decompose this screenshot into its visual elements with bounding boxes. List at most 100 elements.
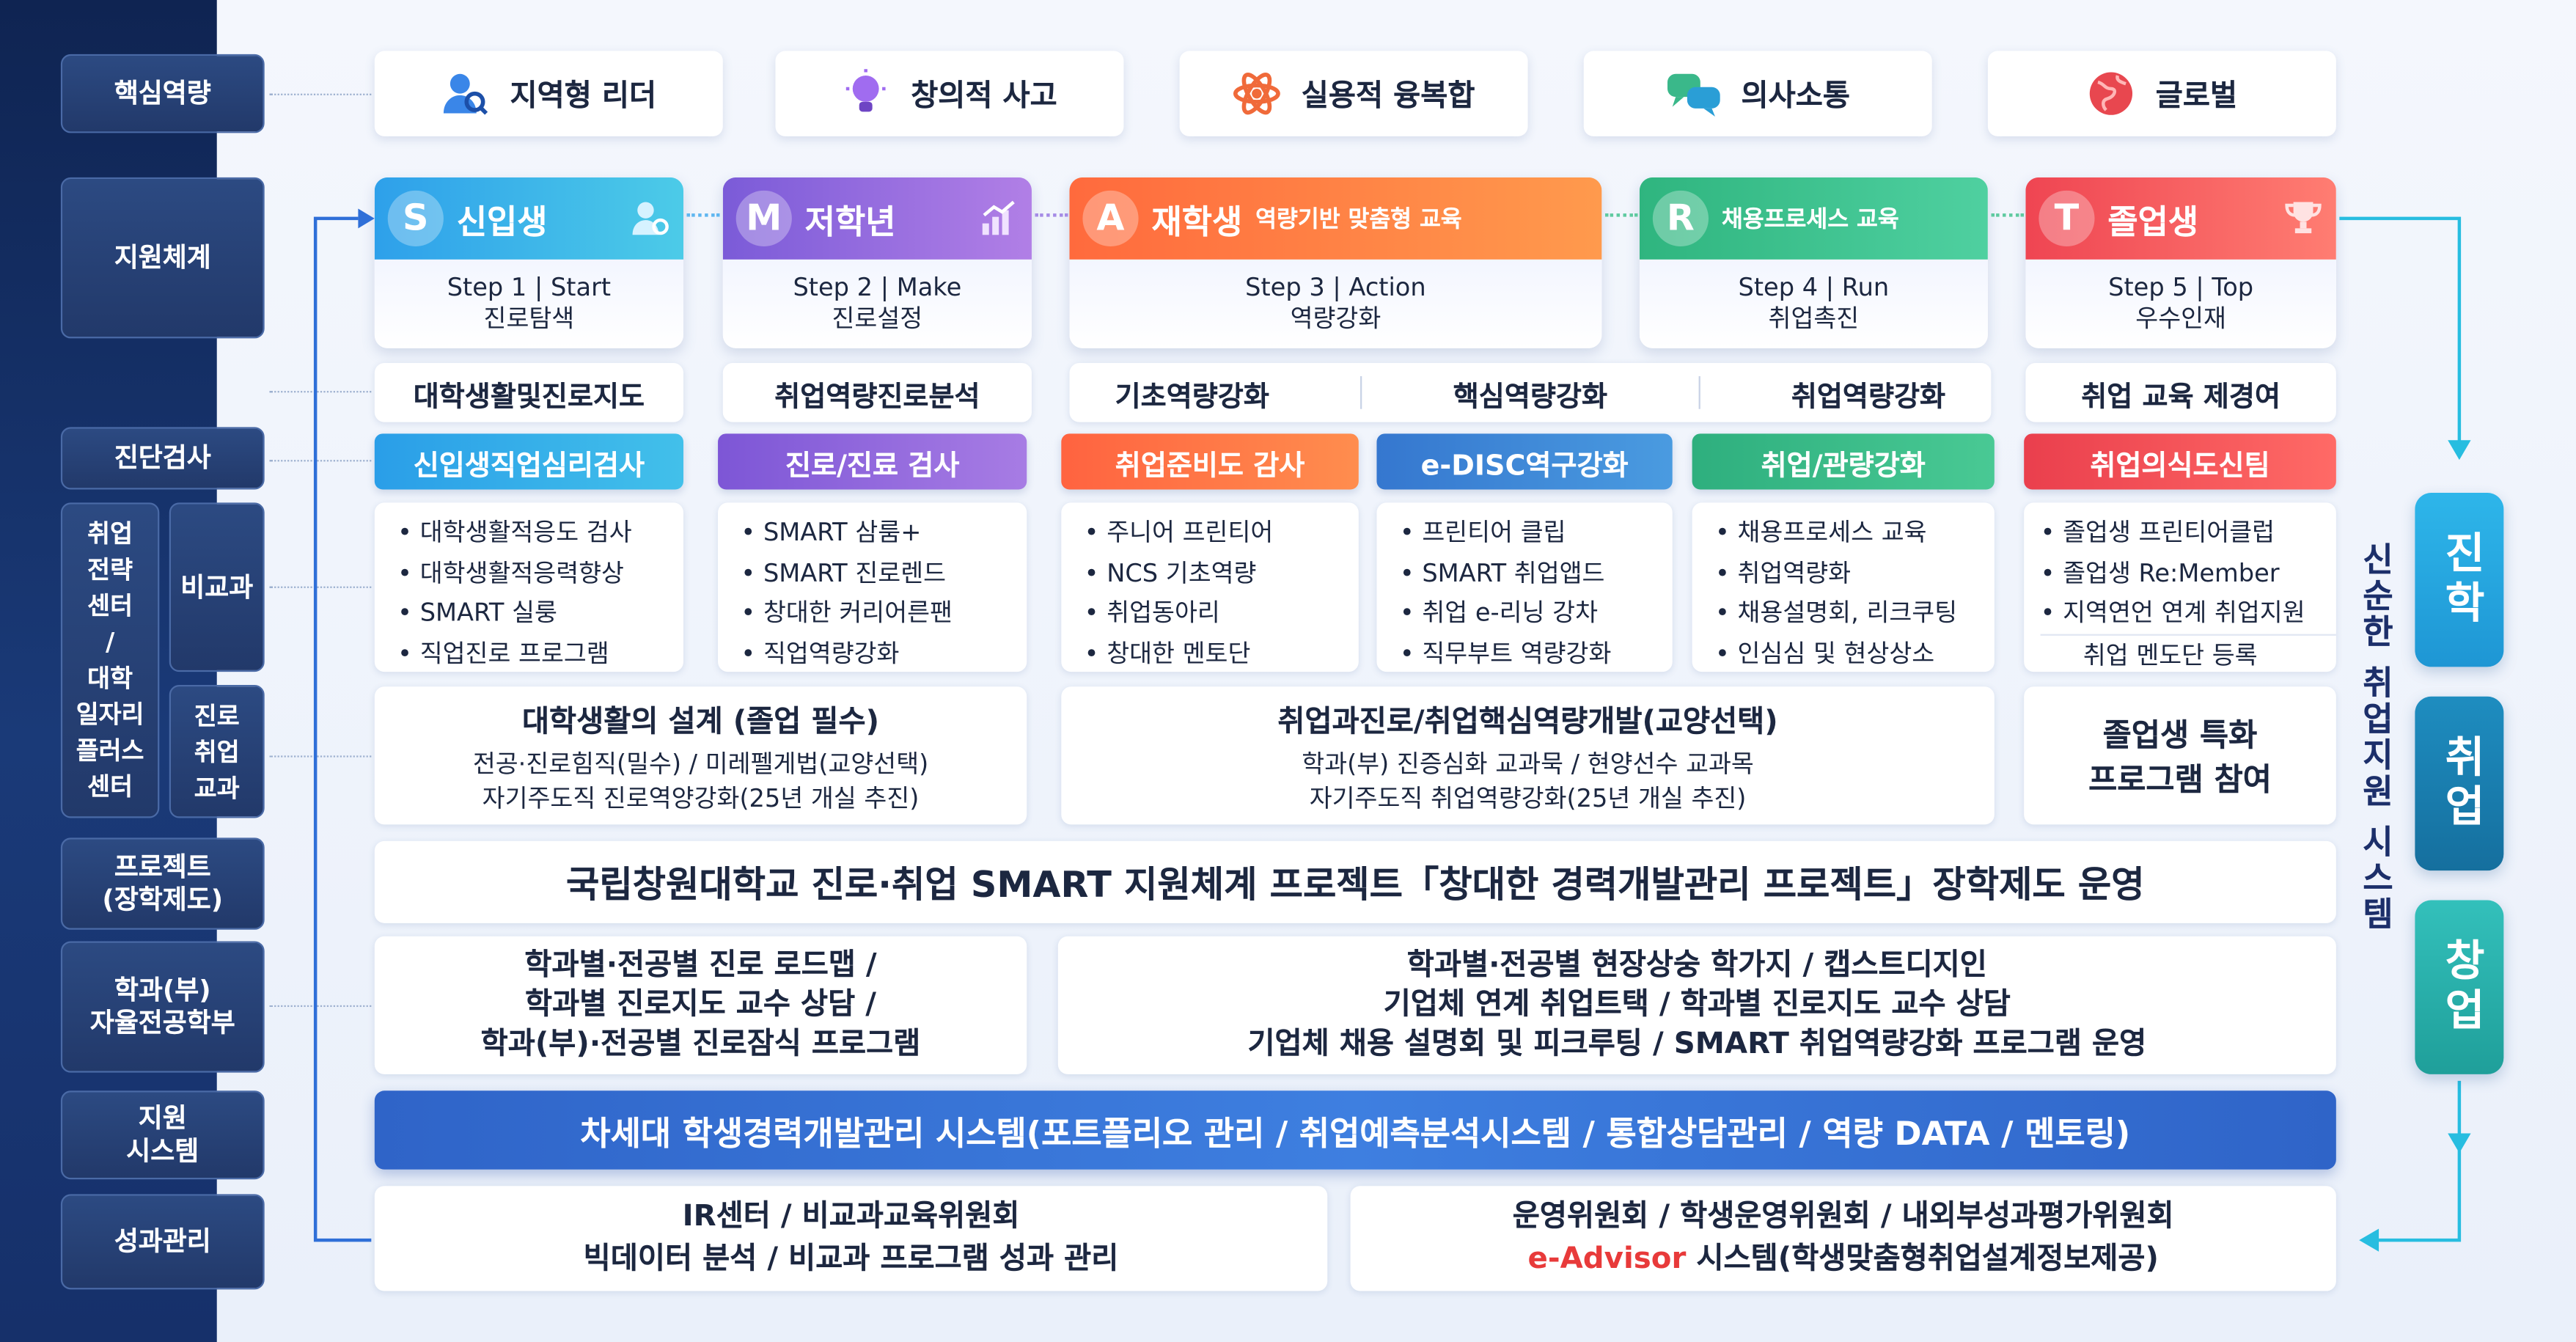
step-line2: 우수인재	[2135, 304, 2226, 334]
competency-label: 창의적 사고	[911, 78, 1057, 114]
list-item: 졸업생 프린티어클럽	[2041, 513, 2336, 553]
competency-pill: 실용적 융복합	[1179, 51, 1528, 136]
system-bar: 차세대 학생경력개발관리 시스템(포트플리오 관리 / 취업예측분석시스템 / …	[374, 1090, 2336, 1170]
connector-dots	[269, 391, 372, 393]
diag-label: 신입생직업심리검사	[413, 449, 645, 483]
list-item: SMART 진로렌드	[741, 553, 1027, 593]
trophy-icon	[2285, 202, 2322, 234]
list-item: 직업진로 프로그램	[397, 633, 683, 673]
program-list: 졸업생 프린티어클럽 졸업생 Re:Member 지역연언 연계 취업지원 취업…	[2024, 502, 2336, 672]
goal-label: 취업역량강화	[1791, 380, 1946, 414]
step-line1: Step 3 | Action	[1245, 271, 1426, 302]
sidebar-center-line: 센터	[87, 591, 133, 621]
path-label-employment: 취업	[2436, 734, 2486, 833]
sidebar-project: 프로젝트 (장학제도)	[60, 837, 265, 930]
sidebar-system-line: 시스템	[126, 1134, 199, 1167]
diag-label: 취업/관량강화	[1761, 449, 1926, 483]
list-item: 창대한 멘토단	[1085, 633, 1359, 673]
step-line1: Step 2 | Make	[793, 271, 962, 302]
sidebar-center-line: 취업	[87, 518, 133, 549]
dept-line: 학과(부)·전공별 진로잠식 프로그램	[480, 1027, 921, 1062]
curriculum-title: 대학생활의 설계 (졸업 필수)	[521, 703, 880, 738]
goal-label: 핵심역량강화	[1453, 380, 1607, 414]
sidebar-center-line: 전략	[87, 555, 133, 585]
list-item: SMART 실룽	[397, 593, 683, 634]
curriculum-line: 자기주도직 진로역양강화(25년 개실 추진)	[482, 782, 920, 813]
sidebar-nonsubject-label: 비교과	[180, 571, 254, 602]
step-body: Step 4 | Run 취업촉진	[1639, 259, 1988, 348]
sidebar-center-line: 대학	[87, 663, 133, 694]
diag-bar: 취업/관량강화	[1692, 433, 1995, 490]
sidebar-project-line: 프로젝트	[114, 851, 211, 882]
step-line2: 진로탐색	[483, 304, 575, 334]
step-header: M 저학년	[722, 177, 1032, 260]
leader-icon	[444, 73, 489, 115]
list-extra: 취업 멘도단 등록	[2040, 633, 2336, 675]
step-header: T 졸업생	[2025, 177, 2336, 260]
curriculum-box: 대학생활의 설계 (졸업 필수) 전공·진로힘직(밀수) / 미레펠게법(교양선…	[374, 686, 1027, 825]
step-title: 졸업생	[2107, 201, 2199, 241]
step-header: A 재학생 역량기반 맞춤형 교육	[1069, 177, 1602, 260]
curriculum-line: 자기주도직 취업역량강화(25년 개실 추진)	[1309, 782, 1747, 813]
goal-label: 취업 교육 제경여	[2081, 380, 2281, 414]
sidebar-career-line: 교과	[194, 772, 240, 803]
system-label: 차세대 학생경력개발관리 시스템(포트플리오 관리 / 취업예측분석시스템 / …	[580, 1112, 2131, 1153]
competency-pill: 글로벌	[1987, 51, 2336, 136]
perf-line-2: e-Advisor 시스템(학생맞춤형취업설계정보제공)	[1528, 1239, 2159, 1281]
goal-box: 취업 교육 제경여	[2025, 363, 2336, 422]
list-item: SMART 취업앱드	[1400, 553, 1673, 593]
perf-line: 운영위원회 / 학생운영위원회 / 내외부성과평가위원회	[1512, 1198, 2174, 1233]
competency-pill: 창의적 사고	[775, 51, 1124, 136]
sidebar-career-line: 취업	[194, 736, 240, 766]
sidebar-center-line: 일자리	[76, 700, 144, 730]
dept-line: 학과별·전공별 현장상숭 학가지 / 캡스트디지인	[1406, 947, 1987, 982]
sidebar-system-line: 지원	[138, 1101, 187, 1134]
diag-label: 취업의식도신팀	[2090, 449, 2270, 483]
arrow-head	[358, 208, 375, 229]
program-list: 주니어 프린티어 NCS 기초역량 취업동아리 창대한 멘토단	[1061, 502, 1359, 672]
step-line2: 역량강화	[1290, 304, 1381, 334]
grad-special-line: 프로그램 참여	[2088, 762, 2272, 799]
list-item: 프린티어 클립	[1400, 513, 1673, 553]
step-card-5: T 졸업생 Step 5 | Top 우수인재	[2025, 177, 2336, 348]
list-item: 창대한 커리어른팬	[741, 593, 1027, 634]
diag-label: 진로/진료 검사	[785, 449, 960, 483]
diag-label: e-DISC역구강화	[1420, 449, 1629, 483]
step-body: Step 2 | Make 진로설정	[722, 259, 1032, 348]
competency-label: 글로벌	[2155, 78, 2238, 114]
connector-dots	[269, 1005, 372, 1008]
diag-bar: e-DISC역구강화	[1376, 433, 1673, 490]
divider	[1360, 375, 1362, 409]
step-line2: 취업촉진	[1768, 304, 1860, 334]
list-item: 대학생활적응력향상	[397, 553, 683, 593]
step-card-4: R 채용프로세스 교육 Step 4 | Run 취업촉진	[1639, 177, 1988, 348]
goal-label: 대학생활및진로지도	[413, 380, 645, 414]
step-letter: S	[387, 190, 444, 246]
divider	[1698, 375, 1700, 409]
step-body: Step 3 | Action 역량강화	[1069, 259, 1602, 348]
goal-label: 취업역량진로분석	[774, 380, 980, 414]
step-connector	[686, 213, 720, 223]
connector-dots	[269, 586, 372, 588]
path-box-startup: 창업	[2415, 900, 2504, 1074]
sidebar-center-line: /	[105, 627, 115, 657]
list-item: 직업역량강화	[741, 633, 1027, 673]
step-header: R 채용프로세스 교육	[1639, 177, 1988, 260]
growth-chart-icon	[982, 200, 1015, 235]
step-line1: Step 4 | Run	[1738, 271, 1890, 302]
sidebar-center-line: 센터	[87, 771, 133, 802]
program-list: 채용프로세스 교육 취업역량화 채용설명회, 리크쿠팅 인심심 및 현상상소	[1692, 502, 1995, 672]
arrow-head	[2359, 1228, 2379, 1252]
chat-icon	[1667, 73, 1720, 117]
list-item: 취업역량화	[1715, 553, 1995, 593]
user-search-icon	[632, 202, 669, 235]
perf-line: 빅데이터 분석 / 비교과 프로그램 성과 관리	[583, 1242, 1119, 1277]
step-subtitle: 채용프로세스 교육	[1721, 207, 1899, 234]
curriculum-line: 전공·진로힘직(밀수) / 미레펠게법(교양선택)	[472, 748, 929, 778]
step-card-1: S 신입생 Step 1 | Start 진로탐색	[374, 177, 684, 348]
step-title: 재학생	[1151, 201, 1243, 241]
competency-pill: 의사소통	[1583, 51, 1932, 136]
bulb-icon	[846, 69, 887, 112]
sidebar-center: 취업 전략 센터 / 대학 일자리 플러스 센터	[60, 502, 160, 818]
